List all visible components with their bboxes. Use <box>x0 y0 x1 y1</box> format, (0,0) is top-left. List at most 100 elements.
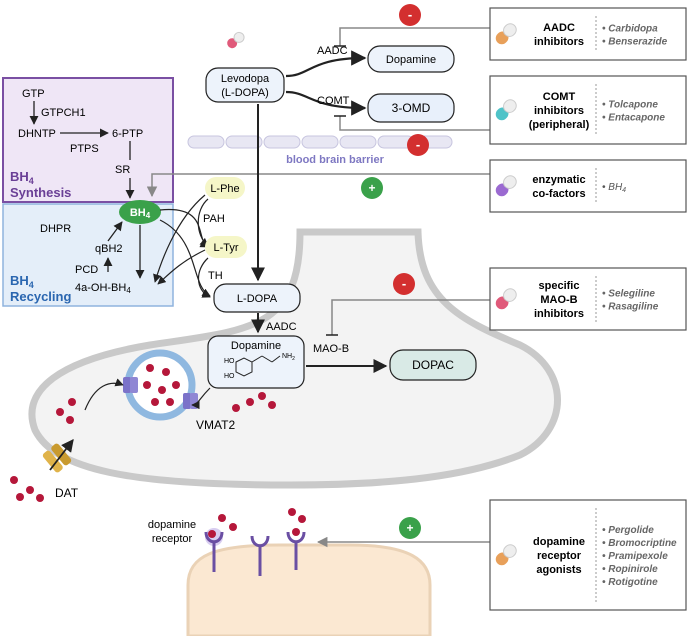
aadc-label: AADC <box>266 321 297 333</box>
drug-class-label: COMT <box>543 91 576 103</box>
drug-box: dopamine receptor agonists • Pergolide • Bro… <box>489 499 687 611</box>
svg-text:+: + <box>406 521 413 535</box>
aadc-top-label: AADC <box>317 45 348 57</box>
drug-class-label: inhibitors <box>534 308 584 320</box>
levodopa-box <box>205 67 285 103</box>
svg-text:3-OMD: 3-OMD <box>392 101 431 115</box>
ldopa-box <box>213 283 301 313</box>
gtpch1-label: GTPCH1 <box>41 107 86 119</box>
pill-icon <box>495 175 517 197</box>
gtp-label: GTP <box>22 88 45 100</box>
drug-panel: AADC inhibitors • Carbidopa • BenserazideCO… <box>489 7 687 611</box>
omd-box <box>367 93 455 123</box>
sr-label: SR <box>115 164 130 176</box>
qbh2-label: qBH2 <box>95 243 123 255</box>
pcd-label: PCD <box>75 264 98 276</box>
ptp6-label: 6-PTP <box>112 128 143 140</box>
levodopa-label: Levodopa <box>221 73 270 85</box>
lphe-box <box>205 177 245 199</box>
pah-label: PAH <box>203 213 225 225</box>
drug-class-label: agonists <box>536 564 581 576</box>
drug-box: enzymatic co-factors • BH4 <box>489 159 687 213</box>
comt-label: COMT <box>317 95 350 107</box>
drug-item: • Pramipexole <box>602 551 668 562</box>
drug-item: • Rasagiline <box>602 302 659 313</box>
minus-icon <box>407 134 429 156</box>
svg-text:+: + <box>368 181 375 195</box>
svg-text:-: - <box>416 137 420 152</box>
svg-text:HO: HO <box>224 358 235 365</box>
drug-item: • Ropinirole <box>602 564 658 575</box>
drug-item: • Benserazide <box>602 37 668 48</box>
bbb-label: blood brain barrier <box>286 154 385 166</box>
recycling-title: BH4 <box>10 273 34 290</box>
levodopa-label-2: (L-DOPA) <box>221 87 268 99</box>
drug-item: • BH4 <box>602 182 626 194</box>
dat-label: DAT <box>55 486 79 500</box>
dopamine-structure-icon: HO HO NH2 <box>224 353 295 380</box>
vmat2-label: VMAT2 <box>196 418 235 432</box>
drug-item: • Rotigotine <box>602 577 658 588</box>
drug-class-label: inhibitors <box>534 105 584 117</box>
pill-icon <box>227 31 245 49</box>
plus-icon <box>361 177 383 199</box>
drug-item: • Bromocriptine <box>602 538 677 549</box>
minus-icon <box>399 4 421 26</box>
pill-icon <box>495 23 517 45</box>
svg-text:NH2: NH2 <box>282 353 295 362</box>
maob-label: MAO-B <box>313 343 349 355</box>
minus-icon <box>393 273 415 295</box>
oh-bh4-label: 4a-OH-BH4 <box>75 282 131 295</box>
pill-icon <box>495 288 517 310</box>
svg-text:L-DOPA: L-DOPA <box>237 293 278 305</box>
synthesis-title: BH4 <box>10 169 34 186</box>
drug-box: AADC inhibitors • Carbidopa • Benserazide <box>489 7 687 61</box>
th-label: TH <box>208 270 223 282</box>
drug-box: COMT inhibitors (peripheral) • Tolcapone • E… <box>489 75 687 145</box>
receptor-label: dopamine <box>148 519 196 531</box>
svg-text:BH4: BH4 <box>130 207 151 220</box>
drug-item: • Pergolide <box>602 525 654 536</box>
plus-icon <box>399 517 421 539</box>
postsynaptic-terminal <box>186 543 432 636</box>
drug-item: • Carbidopa <box>602 24 658 35</box>
dopamine-box <box>207 335 305 389</box>
drug-class-label: specific <box>539 280 580 292</box>
svg-text:L-Phe: L-Phe <box>210 183 239 195</box>
svg-text:HO: HO <box>224 373 235 380</box>
svg-text:Dopamine: Dopamine <box>231 340 281 352</box>
drug-class-label: enzymatic <box>532 174 585 186</box>
recycling-title-2: Recycling <box>10 289 71 304</box>
drug-class-label: (peripheral) <box>529 119 590 131</box>
drug-class-label: AADC <box>543 22 575 34</box>
svg-text:DOPAC: DOPAC <box>412 358 454 372</box>
receptor-label-2: receptor <box>152 533 193 545</box>
ptps-label: PTPS <box>70 143 99 155</box>
dopamine-receptor-icon <box>204 528 306 576</box>
drug-class-label: receptor <box>537 550 582 562</box>
dhntp-label: DHNTP <box>18 128 56 140</box>
pill-icon <box>495 99 517 121</box>
pill-icon <box>495 544 517 566</box>
drug-class-label: dopamine <box>533 536 585 548</box>
drug-item: • Selegiline <box>602 289 655 300</box>
svg-text:Dopamine: Dopamine <box>386 54 436 66</box>
dhpr-label: DHPR <box>40 223 71 235</box>
ltyr-box <box>205 236 247 258</box>
dopac-box <box>389 349 477 381</box>
dopamine-top-box <box>367 45 455 73</box>
drug-class-label: inhibitors <box>534 36 584 48</box>
bh4-node <box>119 200 161 224</box>
synthesis-title-2: Synthesis <box>10 185 71 200</box>
drug-item: • Tolcapone <box>602 100 658 111</box>
svg-text:L-Tyr: L-Tyr <box>213 242 238 254</box>
drug-item: • Entacapone <box>602 113 665 124</box>
svg-text:-: - <box>408 7 412 22</box>
drug-class-label: MAO-B <box>540 294 577 306</box>
blood-brain-barrier: blood brain barrier <box>187 135 453 166</box>
svg-text:-: - <box>402 276 406 291</box>
bh4-synthesis-box <box>2 77 174 203</box>
drug-class-label: co-factors <box>532 188 585 200</box>
